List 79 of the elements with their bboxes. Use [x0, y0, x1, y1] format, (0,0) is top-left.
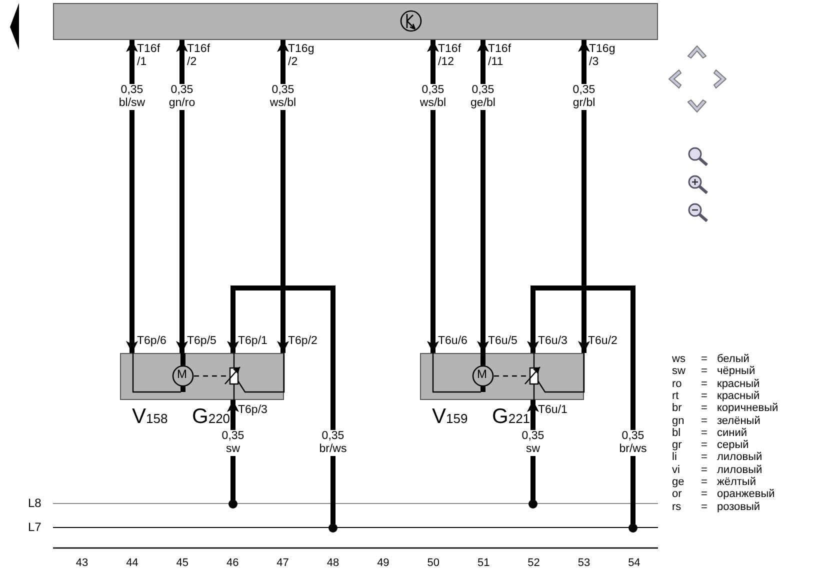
column-number: 48 [326, 557, 340, 569]
equals-sign: = [701, 378, 708, 390]
equals-sign: = [701, 390, 708, 402]
pin-label: T16f /1 [137, 43, 162, 69]
bus-label: L8 [28, 497, 42, 509]
wire-code: ws [672, 353, 686, 365]
equals-sign: = [701, 426, 708, 439]
wire [578, 40, 590, 353]
code-meaning: серый [717, 439, 749, 452]
code-meaning: оранжевый [717, 488, 775, 500]
column-number: 43 [76, 557, 88, 569]
column-number: 50 [427, 557, 440, 569]
column-number: 44 [126, 557, 138, 569]
wire-code: ge [672, 476, 684, 488]
equals-sign: = [701, 488, 708, 500]
column-number: 54 [628, 557, 640, 569]
code-meaning: коричневый [717, 402, 778, 414]
equals-sign: = [701, 414, 708, 426]
pin-label: T16f /2 [187, 43, 212, 69]
column-number: 51 [477, 557, 490, 569]
wire [176, 40, 188, 353]
equals-sign: = [701, 476, 708, 488]
wire-code: or [672, 488, 682, 500]
equals-sign: = [701, 500, 708, 513]
wire-code: br [672, 402, 682, 414]
wire-code: li [672, 451, 677, 464]
wire-code: gn [672, 414, 684, 426]
wire-code: bl [672, 426, 681, 439]
column-number: 45 [176, 557, 189, 569]
column-number: 53 [578, 557, 590, 569]
wire-code: rs [672, 500, 682, 513]
code-meaning: зелёный [717, 414, 760, 426]
wire-code: rt [672, 390, 679, 402]
wire-code: gr [672, 439, 682, 452]
pin-label: T6p/2 [288, 335, 318, 347]
code-meaning: синий [717, 426, 748, 439]
code-meaning: жёлтый [717, 476, 756, 488]
wire [227, 286, 338, 532]
equals-sign: = [701, 402, 708, 414]
pin-label: T16f /12 [438, 43, 462, 69]
pin-label: T6u/6 [438, 335, 468, 347]
code-meaning: красный [717, 378, 760, 390]
code-meaning: чёрный [717, 365, 756, 378]
pin-label: T6u/3 [538, 335, 568, 347]
equals-sign: = [701, 439, 708, 452]
pin-label: T6u/5 [488, 335, 518, 347]
equals-sign: = [701, 451, 708, 464]
wire [527, 286, 638, 532]
pin-label: T16g /2 [288, 43, 314, 69]
column-number: 47 [276, 557, 289, 569]
wire-code: ro [672, 378, 682, 390]
equals-sign: = [701, 353, 708, 365]
equals-sign: = [701, 464, 708, 476]
pin-label: T16f /11 [488, 43, 512, 69]
code-meaning: розовый [717, 500, 760, 513]
wire [477, 40, 489, 353]
wire-code: sw [672, 365, 686, 378]
wire [277, 40, 289, 353]
code-meaning: белый [717, 353, 750, 365]
wire-code: vi [672, 464, 680, 476]
motor-letter: M [177, 368, 187, 380]
code-meaning: лиловый [717, 464, 762, 476]
code-meaning: лиловый [717, 451, 762, 464]
column-number: 46 [226, 557, 239, 569]
pin-label: T16g /3 [589, 43, 615, 69]
code-meaning: красный [717, 390, 760, 402]
pin-label: T6u/1 [538, 404, 568, 416]
wire [126, 40, 138, 353]
bus-label: L7 [28, 521, 42, 533]
equals-sign: = [701, 365, 708, 378]
motor-letter: M [477, 368, 487, 380]
pin-label: T6u/2 [588, 335, 618, 347]
pin-label: T6p/1 [238, 335, 268, 347]
column-number: 49 [377, 557, 390, 569]
control-unit-bar [53, 3, 658, 40]
wire [427, 40, 439, 353]
column-number: 52 [528, 557, 540, 569]
pin-label: T6p/3 [238, 404, 268, 416]
pin-label: T6p/5 [187, 335, 216, 347]
